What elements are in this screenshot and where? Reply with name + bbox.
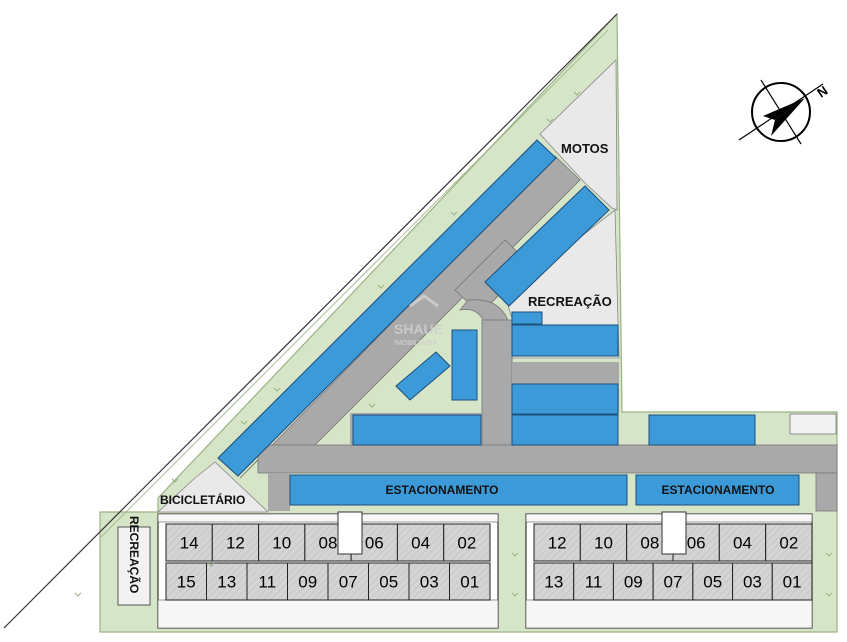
site-boundary-line bbox=[3, 13, 618, 629]
parking-estacionamento-left bbox=[289, 474, 628, 506]
site-inner-line bbox=[99, 29, 609, 539]
parking-small-diagonal bbox=[395, 351, 451, 401]
parking-r1 bbox=[511, 324, 619, 357]
unit-cell bbox=[287, 562, 329, 601]
unit-number: 05 bbox=[379, 573, 398, 592]
bicicletario-area bbox=[156, 461, 270, 513]
unit-number: 06 bbox=[365, 534, 384, 553]
watermark-sub: IMOBILIÁRIA bbox=[394, 338, 438, 347]
unit-number: 01 bbox=[460, 573, 479, 592]
block-left: 14 12 10 08 06 04 02 15 13 11 09 07 05 03 01 bbox=[157, 513, 499, 629]
unit-cell bbox=[732, 562, 773, 601]
vertical-road bbox=[481, 319, 513, 449]
unit-number: 10 bbox=[594, 534, 613, 553]
unit-number: 11 bbox=[585, 573, 603, 592]
unit-cell bbox=[449, 562, 491, 601]
unit-number: 04 bbox=[411, 534, 430, 553]
label-estacionamento-right: ESTACIONAMENTO bbox=[662, 483, 775, 497]
unit-cell bbox=[165, 562, 207, 601]
motos-area bbox=[539, 59, 618, 211]
unit-cell bbox=[533, 523, 581, 562]
unit-number: 14 bbox=[180, 534, 199, 553]
parking-diagonal bbox=[217, 139, 557, 477]
unit-number: 06 bbox=[687, 534, 706, 553]
compass-letter: N bbox=[814, 83, 830, 101]
unit-cell bbox=[443, 523, 491, 562]
horizontal-road bbox=[257, 444, 838, 474]
parking-spur bbox=[484, 185, 610, 307]
unit-cell bbox=[765, 523, 813, 562]
unit-number: 03 bbox=[743, 573, 762, 592]
parking-vertical bbox=[451, 329, 478, 401]
unit-cell bbox=[573, 562, 614, 601]
unit-number: 12 bbox=[548, 534, 567, 553]
unit-number: 09 bbox=[624, 573, 643, 592]
units-right: 12 10 08 06 04 02 13 11 09 07 05 03 01 bbox=[533, 523, 813, 601]
unit-number: 13 bbox=[217, 573, 236, 592]
unit-number: 05 bbox=[703, 573, 722, 592]
corner-area bbox=[789, 413, 837, 435]
units-left: 14 12 10 08 06 04 02 15 13 11 09 07 05 03 01 bbox=[165, 523, 491, 601]
unit-cell bbox=[692, 562, 734, 601]
unit-cell bbox=[165, 523, 213, 562]
unit-cell bbox=[408, 562, 450, 601]
unit-cell bbox=[612, 562, 654, 601]
unit-cell bbox=[327, 562, 369, 601]
unit-number: 07 bbox=[339, 573, 358, 592]
unit-number: 07 bbox=[664, 573, 683, 592]
lower-road bbox=[268, 473, 290, 511]
unit-number: 13 bbox=[544, 573, 563, 592]
right-road-stub bbox=[815, 472, 838, 512]
stair-core-left bbox=[337, 511, 363, 555]
parking-estacionamento-right bbox=[635, 474, 800, 506]
label-recreacao-left: RECREAÇÃO bbox=[127, 516, 142, 593]
unit-cell bbox=[206, 562, 248, 601]
cross-road bbox=[512, 362, 619, 386]
unit-cell bbox=[368, 562, 410, 601]
unit-number: 08 bbox=[640, 534, 659, 553]
unit-number: 12 bbox=[226, 534, 245, 553]
label-estacionamento-left: ESTACIONAMENTO bbox=[386, 483, 499, 497]
label-motos: MOTOS bbox=[561, 141, 609, 156]
watermark: SHAUE IMOBILIÁRIA bbox=[394, 294, 443, 347]
unit-number: 04 bbox=[733, 534, 752, 553]
tree-marks bbox=[74, 91, 833, 597]
unit-number: 08 bbox=[319, 534, 338, 553]
stair-core-right bbox=[661, 511, 687, 555]
unit-number: 02 bbox=[457, 534, 476, 553]
parking-r2 bbox=[511, 383, 619, 415]
unit-number: 02 bbox=[779, 534, 798, 553]
unit-number: 03 bbox=[420, 573, 439, 592]
unit-number: 10 bbox=[272, 534, 291, 553]
label-bicicletario: BICICLETÁRIO bbox=[160, 492, 245, 507]
compass-icon: N bbox=[738, 79, 830, 145]
label-recreacao: RECREAÇÃO bbox=[528, 294, 612, 309]
recreacao-left-area bbox=[117, 526, 151, 606]
watermark-brand: SHAUE bbox=[394, 321, 443, 337]
unit-number: 09 bbox=[298, 573, 317, 592]
unit-cell bbox=[258, 523, 306, 562]
unit-cell bbox=[771, 562, 813, 601]
parking-left-bottom bbox=[352, 414, 482, 446]
parking-small bbox=[511, 311, 543, 325]
unit-number: 15 bbox=[177, 573, 196, 592]
unit-number: 01 bbox=[783, 573, 802, 592]
unit-number: 11 bbox=[258, 573, 276, 592]
block-right: 12 10 08 06 04 02 13 11 09 07 05 03 01 bbox=[525, 513, 813, 629]
parking-right-top bbox=[648, 414, 756, 446]
unit-cell bbox=[246, 562, 288, 601]
parking-r3 bbox=[511, 414, 619, 446]
